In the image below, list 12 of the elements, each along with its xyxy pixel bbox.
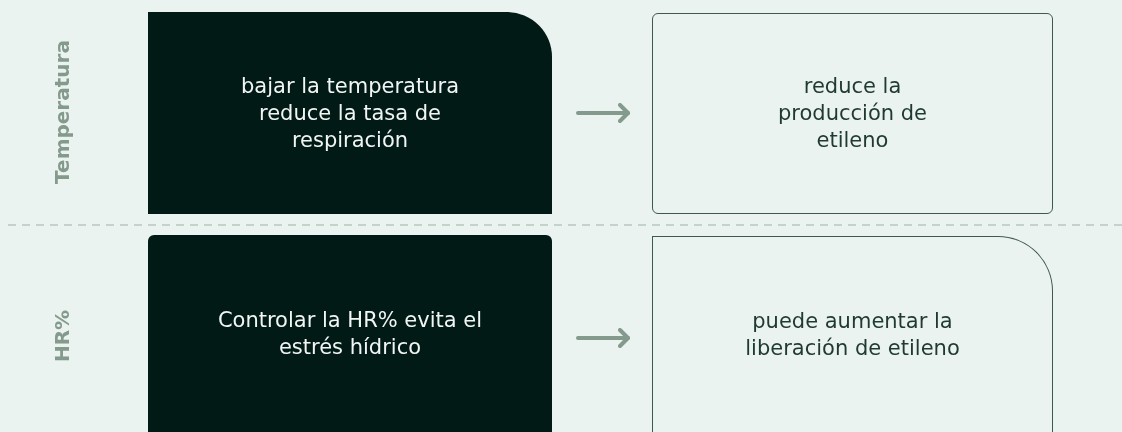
arrow bbox=[576, 328, 630, 348]
cause-box bbox=[148, 12, 552, 214]
row-label: Temperatura bbox=[50, 40, 74, 184]
cause-box bbox=[148, 235, 552, 432]
box-text: Controlar la HR% evita el estrés hídrico bbox=[216, 306, 484, 361]
box-text: reduce la producción de etileno bbox=[777, 73, 928, 154]
row-label: HR% bbox=[50, 309, 74, 363]
box-text: bajar la temperatura reduce la tasa de respiración bbox=[240, 72, 460, 154]
arrow bbox=[576, 103, 630, 123]
effect-box bbox=[652, 13, 1053, 214]
box-text: puede aumentar la liberación de etileno bbox=[744, 307, 961, 362]
effect-box bbox=[652, 236, 1053, 432]
